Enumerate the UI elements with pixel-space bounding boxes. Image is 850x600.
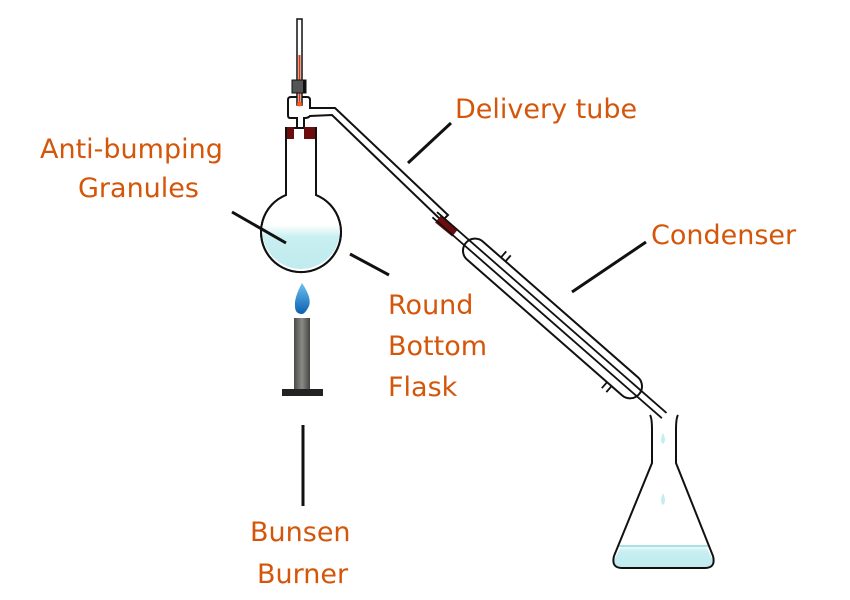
condenser — [431, 211, 668, 419]
flask-stopper-left — [287, 127, 294, 139]
label-flask: Flask — [388, 372, 458, 403]
leader-delivery-tube — [406, 121, 453, 165]
label-bottom: Bottom — [388, 331, 487, 362]
flask-liquid — [262, 225, 340, 269]
label-granules: Granules — [78, 173, 199, 204]
label-anti-bumping: Anti-bumping — [40, 134, 223, 165]
label-condenser: Condenser — [651, 220, 797, 251]
label-round: Round — [388, 290, 473, 321]
leader-round-bottom — [349, 252, 390, 277]
bunsen-burner — [282, 283, 323, 396]
round-bottom-flask — [260, 127, 342, 274]
droplet — [661, 493, 665, 505]
label-delivery-tube: Delivery tube — [455, 94, 637, 125]
delivery-joint — [435, 215, 458, 237]
conical-flask — [612, 414, 715, 569]
leader-anti-bumping — [231, 210, 287, 245]
droplet — [661, 433, 665, 444]
label-burner: Burner — [257, 559, 349, 590]
label-bunsen: Bunsen — [250, 517, 351, 548]
still-head — [287, 96, 450, 223]
flame-icon — [294, 283, 310, 314]
thermometer — [291, 18, 307, 107]
flask-stopper-right — [304, 127, 315, 139]
conical-flask-liquid — [613, 545, 714, 568]
leader-condenser — [571, 240, 647, 294]
